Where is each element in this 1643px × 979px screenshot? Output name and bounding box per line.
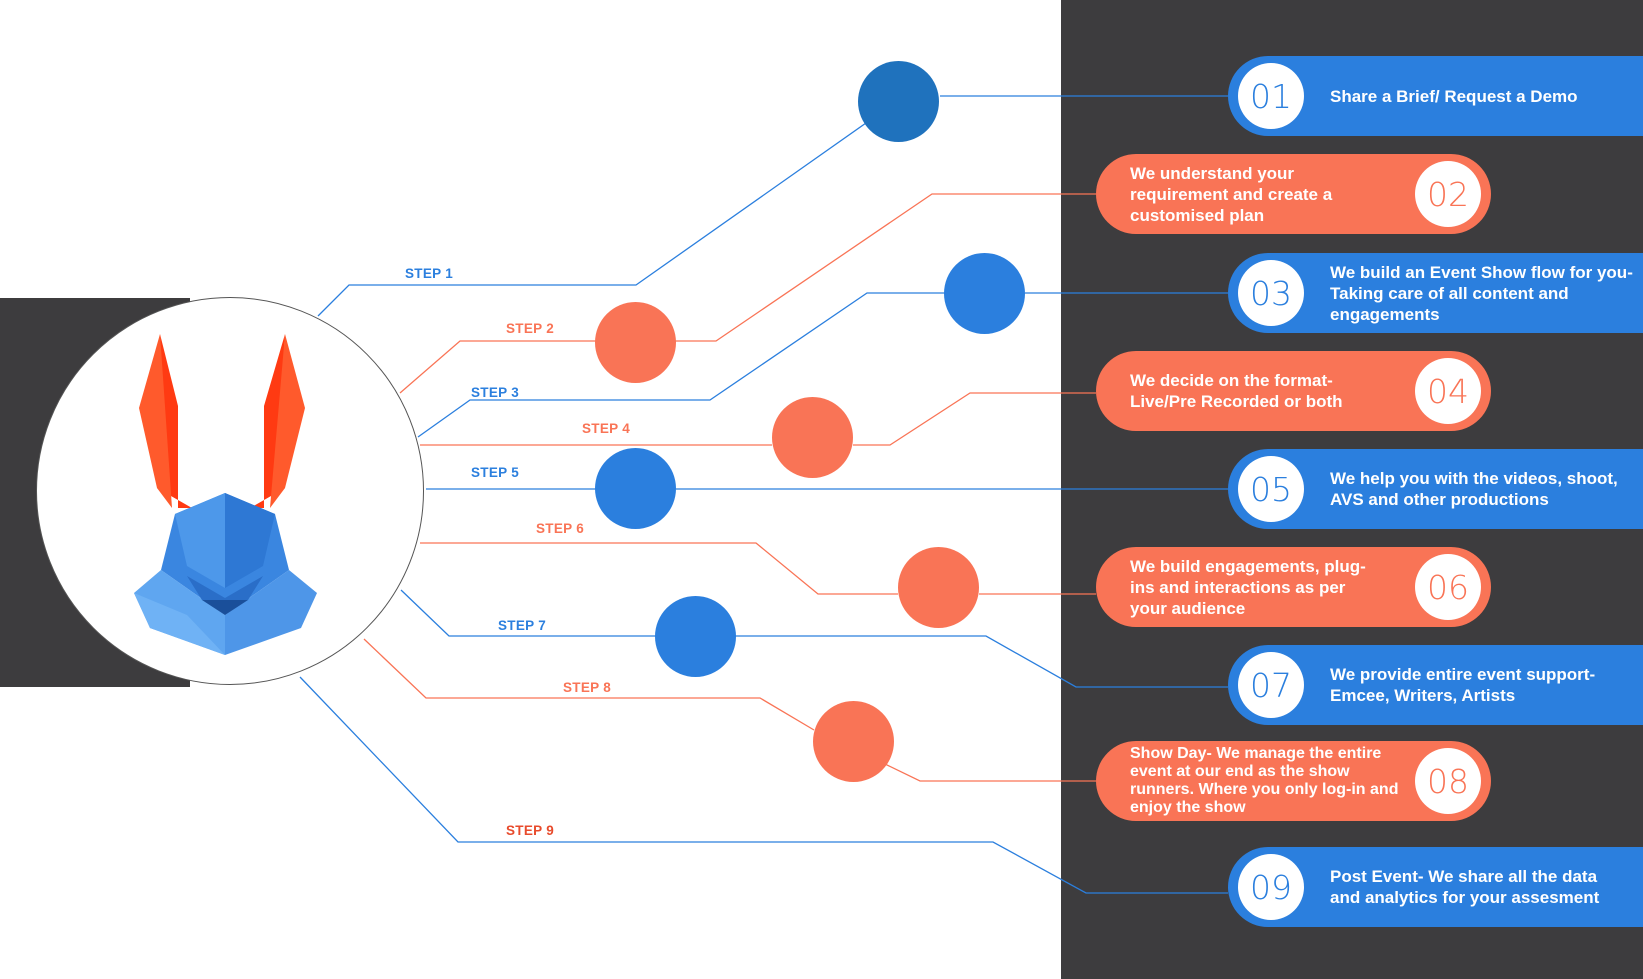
connector-step-1: [317, 95, 1228, 317]
step-5-number: 05: [1238, 456, 1304, 522]
connector-step-8: [363, 638, 1096, 782]
step-2-number: 02: [1415, 161, 1481, 227]
geometric-rabbit-logo-icon: [134, 334, 317, 655]
step-1-number: 01: [1238, 63, 1304, 129]
step-8-card: Show Day- We manage the entire event at …: [1096, 741, 1491, 821]
step-label-7: STEP 7: [498, 618, 547, 633]
step-5-card: 05 We help you with the videos, shoot, A…: [1228, 449, 1643, 529]
step-9-card: 09 Post Event- We share all the data and…: [1228, 847, 1643, 927]
step-7-node: [655, 596, 736, 677]
connector-step-9: [299, 676, 1228, 894]
step-1-text: Share a Brief/ Request a Demo: [1330, 86, 1578, 106]
step-label-4: STEP 4: [582, 421, 631, 436]
step-6-number: 06: [1415, 554, 1481, 620]
step-4-card: We decide on the format- Live/Pre Record…: [1096, 351, 1491, 431]
step-label-1: STEP 1: [405, 266, 454, 281]
step-4-text: We decide on the format- Live/Pre Record…: [1130, 371, 1343, 411]
step-8-node: [813, 701, 894, 782]
logo-circle: [36, 297, 424, 685]
step-3-number: 03: [1238, 260, 1304, 326]
step-3-node: [944, 253, 1025, 334]
step-1-node: [858, 61, 939, 142]
step-5-text: We help you with the videos, shoot, AVS …: [1330, 469, 1618, 509]
step-3-text: We build an Event Show flow for you- Tak…: [1330, 262, 1633, 324]
step-2-card: We understand your requirement and creat…: [1096, 154, 1491, 234]
connector-step-2: [399, 193, 1096, 394]
step-9-number: 09: [1238, 854, 1304, 920]
step-4-number: 04: [1415, 358, 1481, 424]
step-3-card: 03 We build an Event Show flow for you- …: [1228, 253, 1643, 333]
step-6-node: [898, 547, 979, 628]
step-5-node: [595, 448, 676, 529]
step-4-node: [772, 397, 853, 478]
step-7-number: 07: [1238, 652, 1304, 718]
step-6-text: We build engagements, plug-ins and inter…: [1130, 556, 1366, 618]
connector-step-7: [400, 589, 1228, 688]
connector-step-6: [420, 542, 1096, 595]
step-7-card: 07 We provide entire event support- Emce…: [1228, 645, 1643, 725]
step-label-8: STEP 8: [563, 680, 612, 695]
step-9-text: Post Event- We share all the data and an…: [1330, 867, 1600, 907]
step-label-2: STEP 2: [506, 321, 555, 336]
step-6-card: We build engagements, plug-ins and inter…: [1096, 547, 1491, 627]
step-8-number: 08: [1415, 748, 1481, 814]
step-label-5: STEP 5: [471, 465, 520, 480]
step-label-6: STEP 6: [536, 521, 585, 536]
step-2-text: We understand your requirement and creat…: [1130, 163, 1333, 225]
step-7-text: We provide entire event support- Emcee, …: [1330, 665, 1596, 705]
step-label-9: STEP 9: [506, 823, 555, 838]
connector-step-3: [417, 292, 1228, 438]
connector-step-4: [420, 392, 1096, 446]
step-1-card: 01 Share a Brief/ Request a Demo: [1228, 56, 1643, 136]
step-8-text: Show Day- We manage the entire event at …: [1130, 745, 1399, 816]
step-label-3: STEP 3: [471, 385, 520, 400]
step-2-node: [595, 302, 676, 383]
